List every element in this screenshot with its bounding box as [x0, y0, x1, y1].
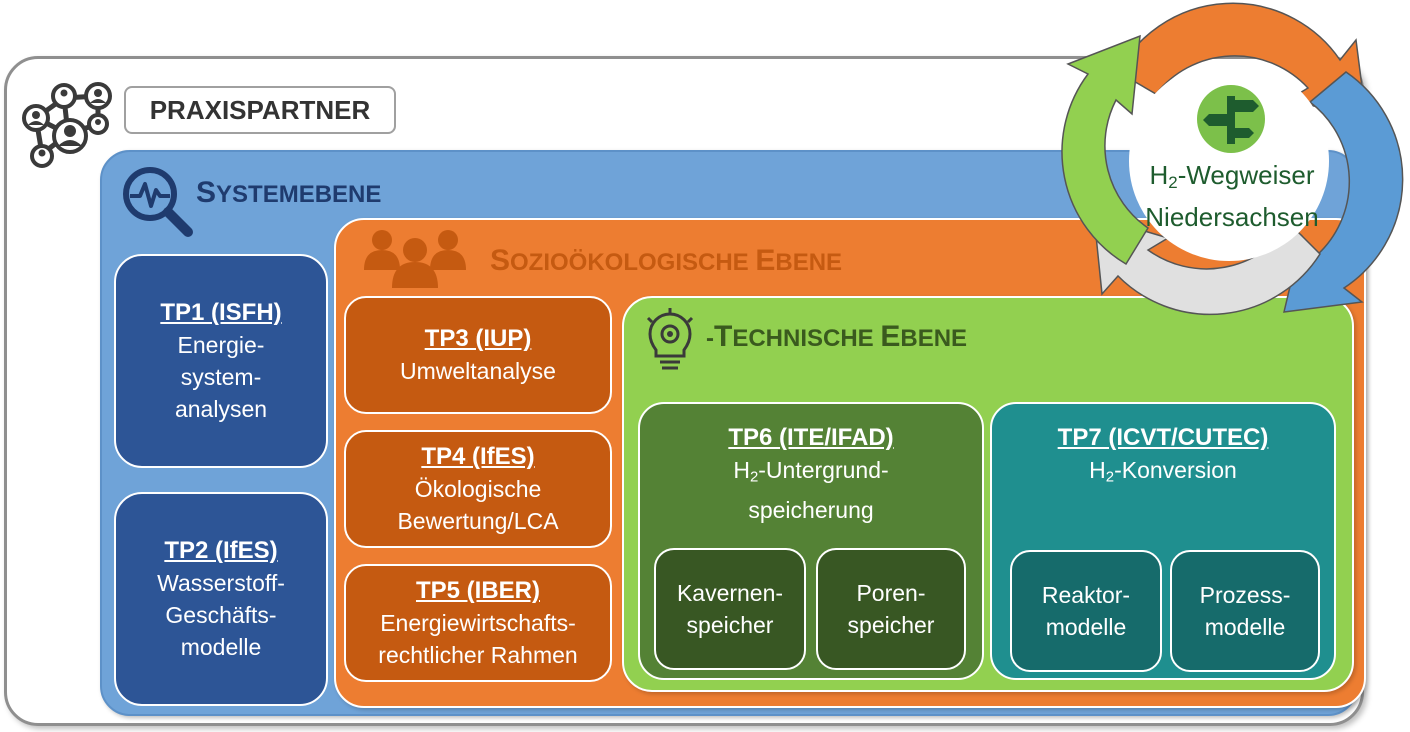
tp2-box: TP2 (IfES) Wasserstoff- Geschäfts- model… — [114, 492, 328, 706]
tp7-desc: H2-Konversion — [1089, 457, 1237, 486]
technische-ebene-title: -TECHNISCHE EBENE — [706, 320, 968, 353]
hub-title-line2: Niedersachsen — [1145, 202, 1319, 233]
tp6-desc: H2-Untergrund- — [733, 457, 889, 486]
systemebene-title: SYSTEMEBENE — [196, 176, 382, 209]
people-group-icon — [364, 230, 466, 288]
signpost-icon — [1197, 85, 1265, 153]
praxispartner-label: PRAXISPARTNER — [124, 86, 396, 134]
cycle-arrows-icon — [1061, 2, 1404, 316]
magnifier-pulse-icon — [123, 167, 193, 237]
praxispartner-text: PRAXISPARTNER — [149, 94, 371, 125]
network-people-icon — [22, 82, 112, 168]
tp7-name: TP7 (ICVT/CUTEC) — [1057, 424, 1269, 451]
tp4-box: TP4 (IfES) Ökologische Bewertung/LCA — [344, 430, 612, 548]
hub-title-line1: H2-Wegweiser — [1149, 160, 1315, 193]
soziooekologische-ebene-title: SOZIOÖKOLOGISCHE EBENE — [490, 244, 843, 277]
tp6-name: TP6 (ITE/IFAD) — [728, 424, 894, 451]
tp5-name: TP5 (IBER) — [415, 577, 540, 604]
tp5-box: TP5 (IBER) Energiewirtschafts- rechtlich… — [344, 564, 612, 682]
tp3-box: TP3 (IUP) Umweltanalyse — [344, 296, 612, 414]
lightbulb-gear-icon — [646, 308, 694, 370]
tp1-name: TP1 (ISFH) — [160, 299, 282, 326]
hub-title: H2-Wegweiser Niedersachsen — [1120, 158, 1344, 234]
tp3-name: TP3 (IUP) — [424, 325, 532, 352]
tp1-box: TP1 (ISFH) Energie- system- analysen — [114, 254, 328, 468]
tp4-name: TP4 (IfES) — [421, 443, 535, 470]
kavernenspeicher-box: Kavernen- speicher — [654, 548, 806, 670]
reaktormodelle-box: Reaktor- modelle — [1010, 550, 1162, 672]
tp2-name: TP2 (IfES) — [164, 537, 278, 564]
porenspeicher-box: Poren- speicher — [816, 548, 966, 670]
prozessmodelle-box: Prozess- modelle — [1170, 550, 1320, 672]
